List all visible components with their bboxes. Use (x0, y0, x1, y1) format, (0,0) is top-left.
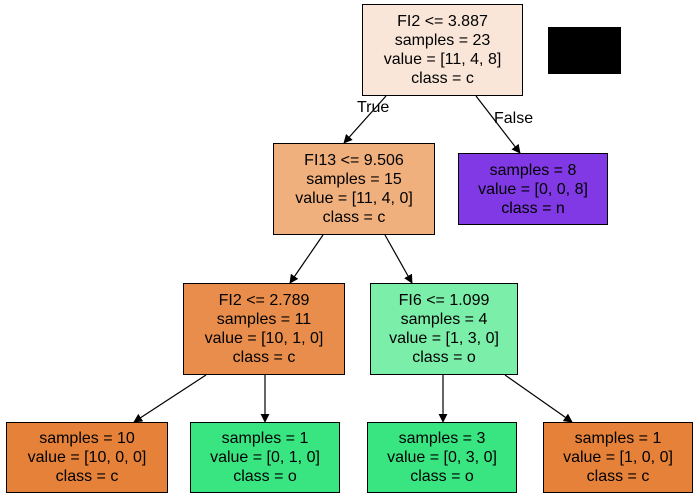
node-text-line: samples = 1 (221, 430, 309, 447)
node-text-line: value = [10, 1, 0] (204, 330, 324, 347)
edge-label-false: False (494, 110, 534, 127)
node-text-line: class = n (501, 199, 565, 217)
edge-label-true: True (357, 99, 390, 116)
node-text-line: samples = 15 (306, 171, 402, 188)
tree-node-n3: FI2 <= 2.789 samples = 11 value = [10, 1, … (183, 283, 345, 375)
node-text-line: FI2 <= 2.789 (218, 292, 310, 309)
edge-n0-n1 (343, 95, 387, 144)
edge-n1-n3 (289, 234, 324, 284)
redaction-box (548, 27, 621, 74)
node-text-line: class = c (55, 468, 119, 485)
node-text-line: class = o (412, 349, 476, 366)
node-text-line: value = [0, 1, 0] (210, 449, 320, 466)
tree-node-n0: FI2 <= 3.887 samples = 23 value = [11, 4, … (362, 4, 523, 96)
node-text-line: class = c (322, 209, 386, 226)
node-text-line: samples = 11 (216, 311, 312, 328)
node-text-line: class = c (586, 468, 650, 485)
tree-node-n1: FI13 <= 9.506 samples = 15 value = [11, 4,… (273, 143, 435, 235)
node-text-line: value = [1, 0, 0] (563, 449, 673, 466)
tree-node-n8: samples = 1 value = [1, 0, 0] class = c (543, 422, 693, 493)
node-text-line: class = c (232, 349, 296, 366)
node-text-line: value = [11, 4, 8] (383, 51, 502, 68)
node-text-line: samples = 4 (400, 311, 488, 328)
node-text-line: value = [1, 3, 0] (389, 330, 499, 347)
node-text-line: value = [11, 4, 0] (295, 190, 413, 207)
node-text-line: class = o (410, 468, 474, 485)
node-text-line: samples = 10 (39, 430, 135, 447)
edge-n3-n5 (133, 374, 207, 423)
edge-n0-n2 (475, 95, 521, 154)
node-text-line: class = o (233, 468, 297, 485)
node-text-line: FI2 <= 3.887 (397, 13, 488, 30)
tree-node-n5: samples = 10 value = [10, 0, 0] class = c (6, 422, 168, 493)
node-text-line: samples = 8 (489, 161, 577, 179)
edge-n4-n8 (504, 374, 573, 423)
node-text-line: FI13 <= 9.506 (304, 152, 404, 169)
node-text-line: samples = 1 (574, 430, 662, 447)
node-text-line: value = [10, 0, 0] (27, 449, 147, 466)
tree-node-n7: samples = 3 value = [0, 3, 0] class = o (367, 422, 517, 493)
tree-node-n4: FI6 <= 1.099 samples = 4 value = [1, 3, 0]… (370, 283, 518, 375)
node-text-line: samples = 3 (398, 430, 486, 447)
tree-node-n6: samples = 1 value = [0, 1, 0] class = o (190, 422, 340, 493)
node-text-line: samples = 23 (394, 32, 491, 49)
edge-n1-n4 (384, 234, 413, 284)
node-text-line: value = [0, 0, 8] (478, 180, 588, 198)
node-text-line: FI6 <= 1.099 (398, 292, 490, 309)
node-text-line: value = [0, 3, 0] (387, 449, 497, 466)
node-text-line: class = c (411, 70, 474, 87)
